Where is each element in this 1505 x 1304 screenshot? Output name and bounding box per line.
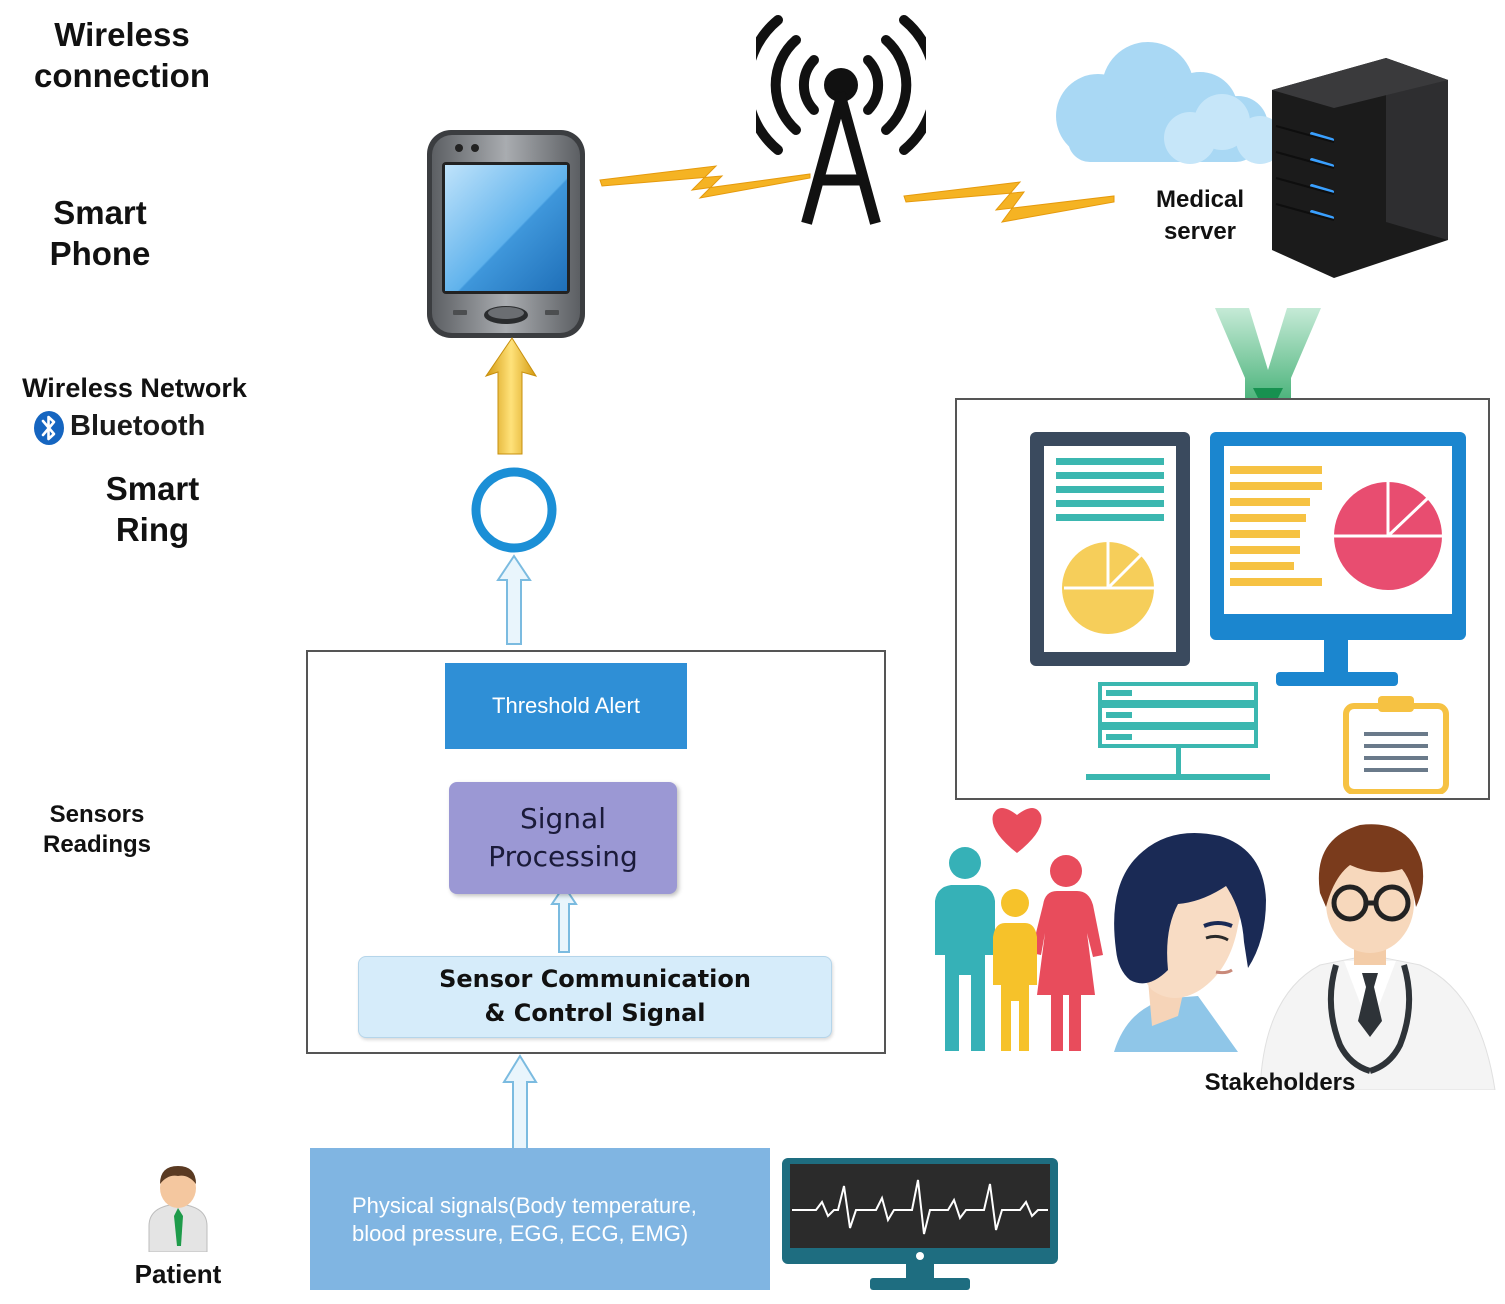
smart-ring-label: Smart Ring — [105, 470, 200, 549]
smartphone-icon — [427, 130, 585, 338]
physical-signals-box: Physical signals(Body temperature, blood… — [310, 1148, 770, 1290]
patient-label: Patient — [134, 1259, 222, 1289]
sensor-to-signal-arrow — [550, 884, 578, 953]
dashboard-icon — [1030, 432, 1466, 794]
sensors-readings-label: Sensors Readings — [42, 801, 152, 858]
ring-icon — [471, 467, 557, 553]
cloud-icon — [1056, 42, 1284, 164]
signal-processing-box: Signal Processing — [449, 782, 677, 894]
smart-phone-label: Smart Phone — [49, 194, 151, 273]
patient-icon — [148, 1166, 208, 1252]
wireless-connection-label: Wireless connection — [33, 16, 210, 95]
medical-server-label: Medical server — [1155, 186, 1245, 245]
wireless-link-tower-server — [903, 181, 1115, 223]
patient-to-sensor-arrow — [502, 1054, 538, 1151]
bluetooth-logo: Bluetooth — [32, 408, 222, 448]
wireless-link-phone-tower — [599, 165, 811, 199]
processing-to-ring-arrow — [496, 554, 532, 645]
person-icon — [1114, 833, 1266, 1052]
bluetooth-icon — [34, 411, 64, 445]
tower-icon — [756, 15, 926, 225]
stakeholders-label: Stakeholders — [1204, 1069, 1356, 1096]
ring-to-phone-arrow — [484, 337, 538, 455]
ecg-monitor-icon — [782, 1158, 1058, 1290]
doctor-icon — [1259, 824, 1496, 1090]
wireless-network-label: Wireless Network — [22, 373, 247, 403]
threshold-alert-box: Threshold Alert — [445, 663, 687, 749]
sensor-communication-box: Sensor Communication & Control Signal — [358, 956, 832, 1038]
processing-container — [306, 650, 886, 1054]
server-icon — [1272, 58, 1448, 278]
family-icon — [935, 808, 1103, 1051]
